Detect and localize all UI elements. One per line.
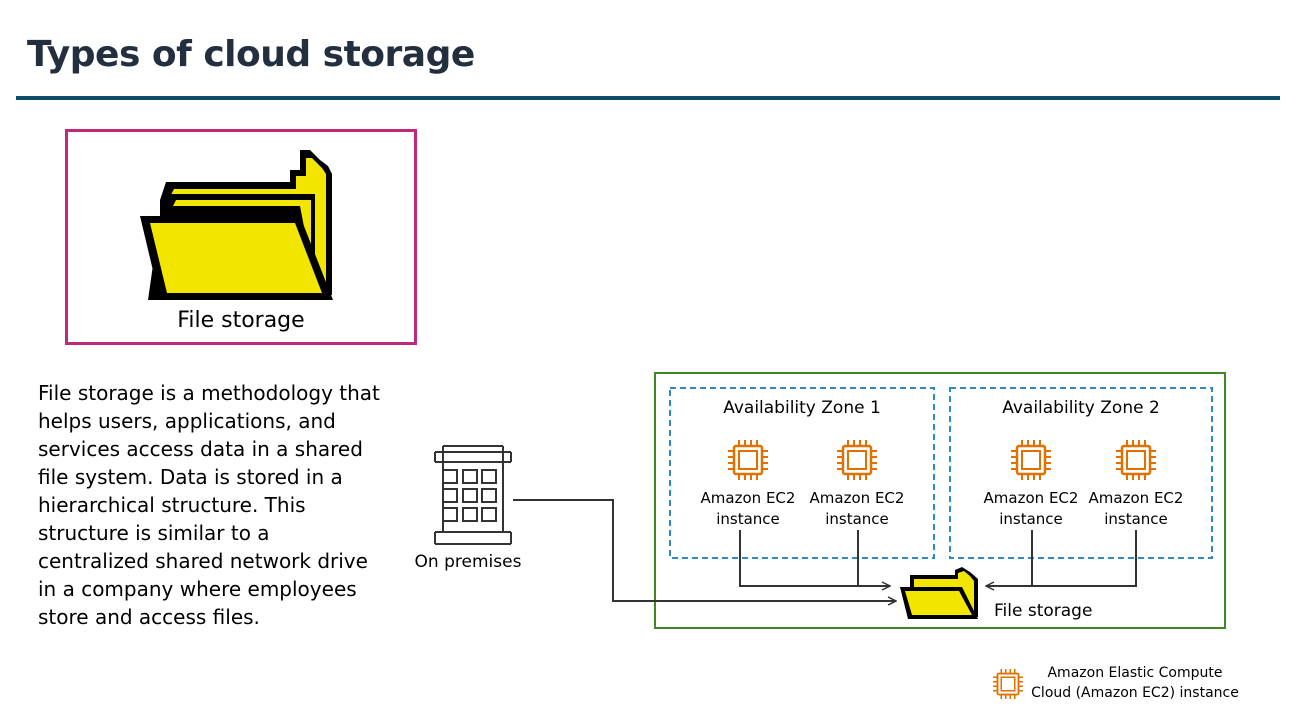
ec2-chip-icon xyxy=(1009,438,1053,482)
file-storage-card-label: File storage xyxy=(177,308,305,333)
connector-az1-instance-1 xyxy=(739,530,890,586)
page-title: Types of cloud storage xyxy=(27,34,475,75)
ec2-chip-icon xyxy=(992,668,1024,700)
on-premises-label: On premises xyxy=(414,552,522,572)
availability-zone-2-label: Availability Zone 2 xyxy=(1002,398,1160,418)
ec2-chip-icon xyxy=(726,438,770,482)
availability-zone-2-boundary xyxy=(949,387,1213,559)
folder-icon xyxy=(140,150,333,300)
description-text: File storage is a methodology that helps… xyxy=(38,381,380,629)
title-divider xyxy=(16,96,1280,100)
connector-on-premises xyxy=(513,499,896,601)
ec2-chip-icon xyxy=(835,438,879,482)
availability-zone-1-label: Availability Zone 1 xyxy=(723,398,881,418)
folder-icon xyxy=(900,567,978,619)
office-building-icon xyxy=(434,445,512,545)
availability-zone-1-boundary xyxy=(669,387,935,559)
connector-az2-instance-2 xyxy=(986,530,1137,586)
file-storage-diagram-label: File storage xyxy=(994,601,1093,621)
ec2-chip-icon xyxy=(1114,438,1158,482)
region-boundary xyxy=(654,372,1226,629)
file-storage-card: File storage xyxy=(65,129,417,345)
